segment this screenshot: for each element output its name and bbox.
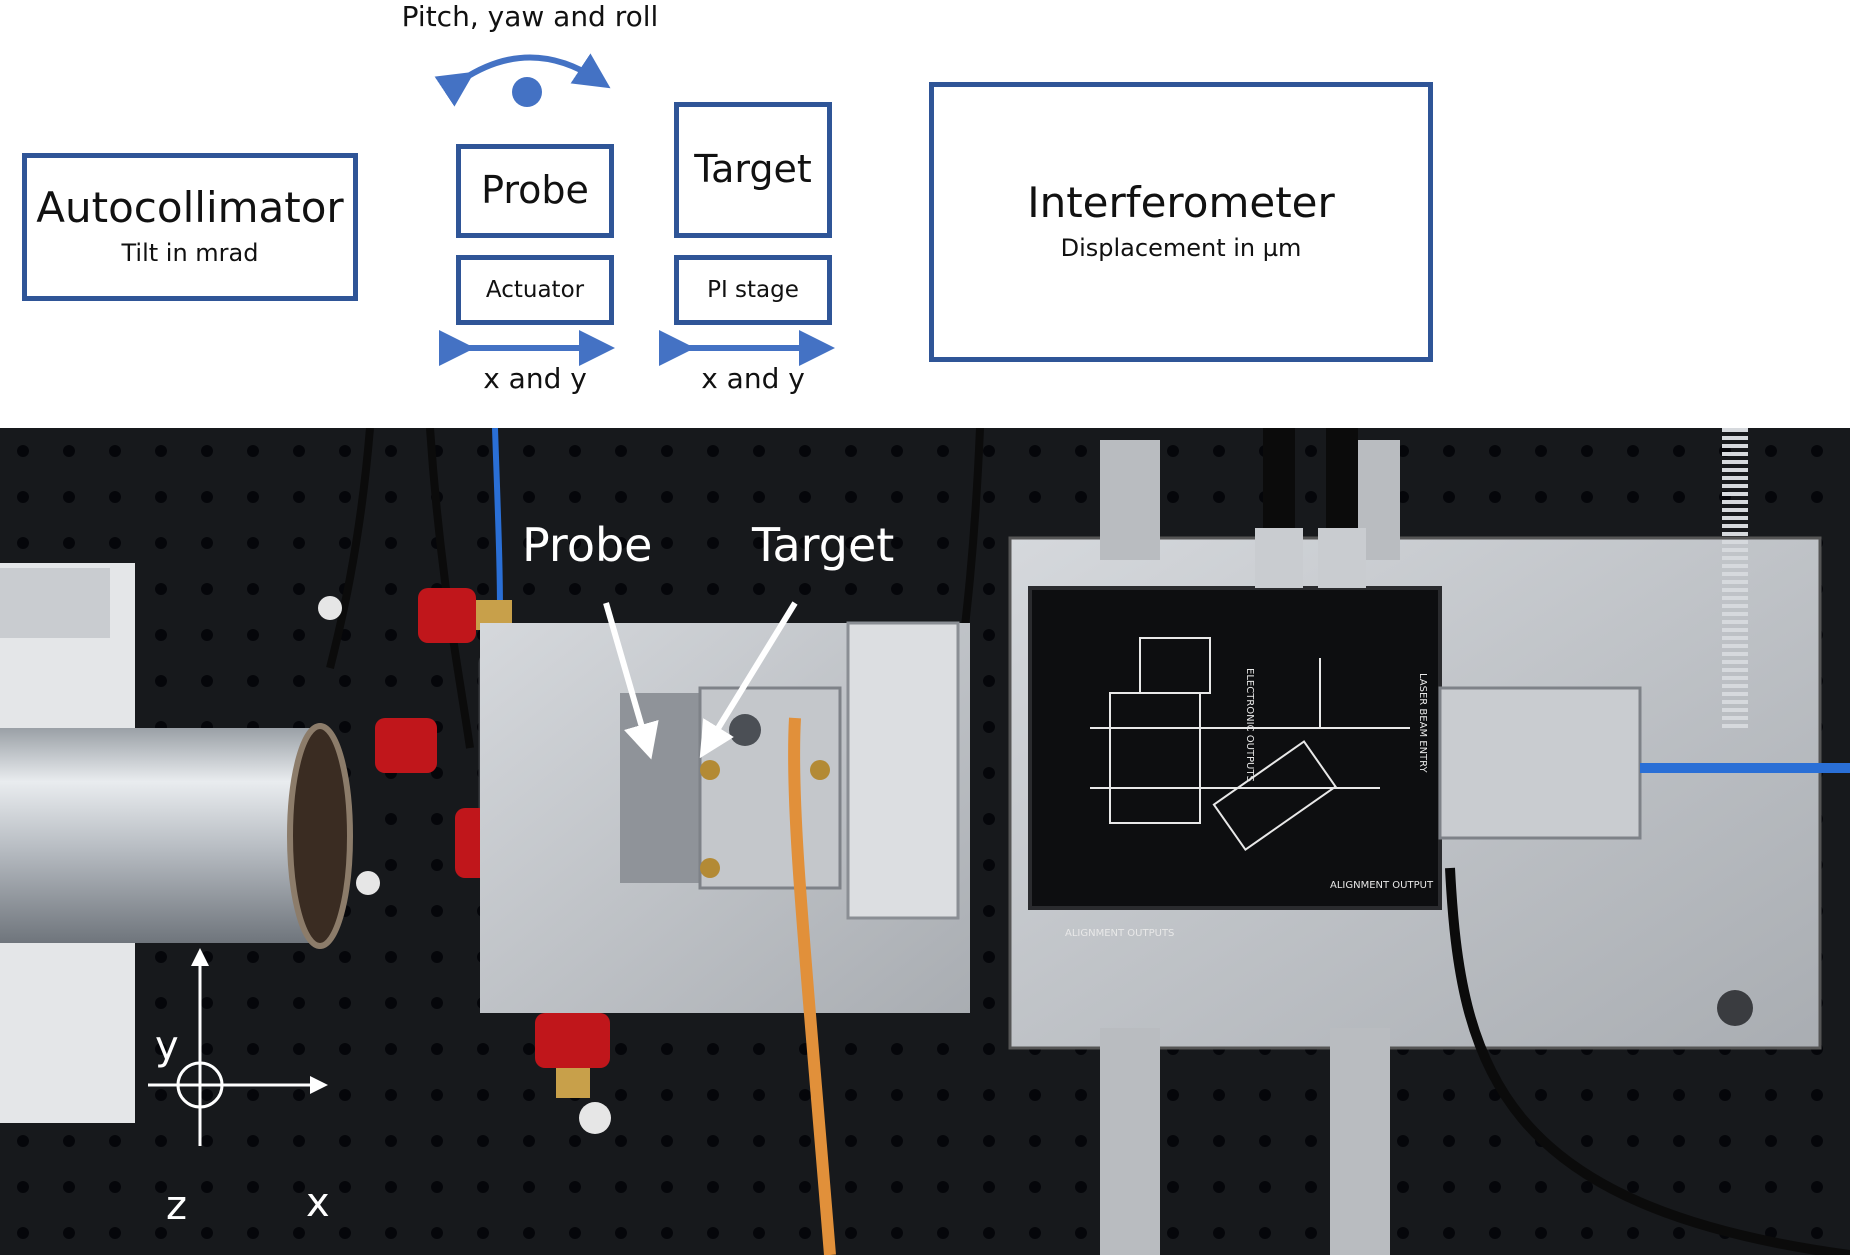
interferometer-optics-diagram bbox=[1090, 637, 1410, 852]
connector bbox=[1255, 528, 1303, 588]
plate-alignment-output: ALIGNMENT OUTPUT bbox=[1330, 880, 1434, 891]
probe-title: Probe bbox=[481, 168, 589, 213]
autocollimator-title: Autocollimator bbox=[36, 183, 344, 233]
red-knob bbox=[375, 718, 437, 773]
autocollimator-cylinder bbox=[0, 728, 320, 943]
stage-bracket bbox=[846, 621, 960, 920]
target-motion-label: x and y bbox=[701, 362, 805, 395]
laser-block bbox=[1438, 686, 1642, 840]
pi-stage-label: PI stage bbox=[707, 277, 799, 303]
rotation-label: Pitch, yaw and roll bbox=[401, 0, 659, 33]
pi-stage-box: PI stage bbox=[674, 255, 832, 325]
actuator-box: Actuator bbox=[456, 255, 614, 325]
photo-target-label: Target bbox=[752, 518, 895, 572]
connector bbox=[1318, 528, 1366, 588]
autocollimator-lens-ring bbox=[287, 723, 353, 949]
plate-laser-beam-entry: LASER BEAM ENTRY bbox=[1417, 673, 1428, 773]
rotation-axis-dot bbox=[512, 77, 542, 107]
setup-photo: Probe Target y x z ELECTRONIC OUTPUTS LA… bbox=[0, 428, 1850, 1255]
red-knob bbox=[535, 1013, 610, 1068]
y-axis-label: y bbox=[155, 1023, 179, 1069]
target-box: Target bbox=[674, 102, 832, 238]
probe-box: Probe bbox=[456, 144, 614, 238]
z-axis-symbol bbox=[176, 1061, 224, 1109]
photo-probe-label: Probe bbox=[522, 518, 653, 572]
interferometer-head bbox=[1028, 586, 1442, 910]
plate-alignment-outputs: ALIGNMENT OUTPUTS bbox=[1065, 928, 1175, 939]
thermocouple-wire bbox=[788, 717, 836, 1255]
z-axis-label: z bbox=[166, 1183, 187, 1229]
autocollimator-subtitle: Tilt in mrad bbox=[121, 238, 259, 267]
plate-electronic-outputs: ELECTRONIC OUTPUTS bbox=[1244, 668, 1255, 782]
interferometer-title: Interferometer bbox=[1027, 178, 1335, 228]
interferometer-box: Interferometer Displacement in µm bbox=[929, 82, 1433, 362]
interferometer-subtitle: Displacement in µm bbox=[1060, 233, 1302, 262]
rotation-arrow bbox=[434, 53, 611, 107]
probe-holder bbox=[620, 693, 710, 883]
schematic-arrows bbox=[434, 53, 835, 366]
autocollimator-box: Autocollimator Tilt in mrad bbox=[22, 153, 358, 301]
cable bbox=[326, 428, 374, 669]
setup-photo-drawing bbox=[0, 428, 1850, 1255]
actuator-label: Actuator bbox=[485, 277, 585, 303]
probe-pointer-arrow bbox=[603, 602, 659, 760]
probe-motion-label: x and y bbox=[483, 362, 587, 395]
red-knob bbox=[418, 588, 476, 643]
target-pointer-arrow bbox=[699, 601, 798, 759]
x-axis-label: x bbox=[306, 1180, 330, 1226]
target-title: Target bbox=[694, 147, 812, 192]
cable bbox=[1445, 867, 1850, 1255]
